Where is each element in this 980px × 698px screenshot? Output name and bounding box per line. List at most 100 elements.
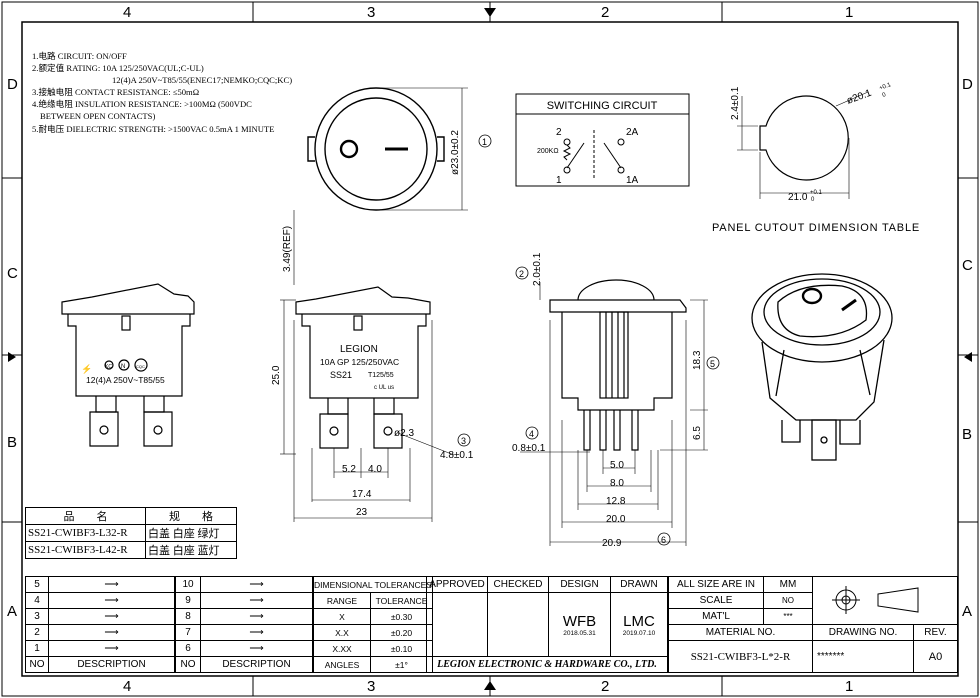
- right-balloon-6: 6: [661, 535, 666, 545]
- front-dia-label: ø23.0±0.2: [450, 130, 461, 175]
- iso-view: [751, 273, 893, 461]
- cutout-width-tol-upper: +0.1: [810, 190, 823, 196]
- checked-cell: [487, 592, 549, 657]
- panel-cutout: [737, 91, 869, 199]
- zone-right-b: B: [962, 426, 973, 443]
- main-ul-mark: c UL us: [374, 385, 394, 391]
- right-dim-8: 8.0: [610, 478, 624, 489]
- main-model: SS21: [330, 370, 352, 380]
- zone-left-d: D: [7, 76, 18, 93]
- material-no-value: SS21-CWIBF3-L*2-R: [668, 640, 813, 673]
- zone-left-b: B: [7, 434, 18, 451]
- size-label: ALL SIZE ARE IN: [668, 576, 764, 593]
- tolerance-range: ANGLES: [313, 656, 371, 673]
- tolerance-tol-label: TOLERANCE: [370, 592, 433, 609]
- cutout-width-tol-lower: 0: [811, 197, 815, 203]
- main-terminal-pitch: 4.8±0.1: [440, 450, 474, 461]
- zone-right-d: D: [962, 76, 973, 93]
- rev-no: 2: [25, 624, 49, 641]
- circuit-title: SWITCHING CIRCUIT: [547, 100, 658, 112]
- left-rating-mark: 12(4)A 250V~T85/55: [86, 375, 165, 385]
- tolerance-range-label: RANGE: [313, 592, 371, 609]
- parts-header-spec: 规 格: [145, 507, 237, 525]
- zone-top-1: 1: [845, 4, 854, 21]
- rev-no: 3: [25, 608, 49, 625]
- side-view-left: [61, 283, 195, 447]
- tolerance-value: ±0.10: [370, 640, 433, 657]
- spec-notes: 1.电路 CIRCUIT: ON/OFF 2.额定值 RATING: 10A 1…: [32, 50, 292, 135]
- zone-top-3: 3: [367, 4, 376, 21]
- rev-desc: ⟶: [48, 576, 175, 593]
- scale-label: SCALE: [668, 592, 764, 609]
- right-dim-20-9: 20.9: [602, 538, 622, 549]
- drawing-no-value: *******: [812, 640, 914, 673]
- rev-desc: ⟶: [48, 624, 175, 641]
- cutout-dia-tol-upper: +0.1: [879, 82, 893, 92]
- front-view: [307, 87, 492, 211]
- right-balloon-4: 4: [529, 429, 534, 439]
- rev-no-label: NO: [25, 656, 49, 673]
- front-balloon-1: 1: [482, 137, 487, 147]
- size-value: MM: [763, 576, 813, 593]
- right-cap-height: 2.0±0.1: [532, 252, 543, 286]
- rev-desc: ⟶: [200, 624, 313, 641]
- side-view-right: [515, 266, 720, 546]
- resistor-label: 200KΩ: [537, 148, 559, 155]
- cutout-flat-width: 21.0: [788, 192, 808, 203]
- main-height-25: 25.0: [271, 365, 282, 385]
- center-arrow-top: [484, 8, 496, 17]
- zone-bottom-3: 3: [367, 678, 376, 695]
- rev-desc-label: DESCRIPTION: [200, 656, 313, 673]
- cert-logo-n: N: [121, 364, 125, 370]
- rev-desc: ⟶: [48, 608, 175, 625]
- cutout-title: PANEL CUTOUT DIMENSION TABLE: [712, 222, 920, 234]
- note-rating-2: 12(4)A 250V~T85/55(ENEC17;NEMKO;CQC;KC): [112, 75, 293, 86]
- mat-value: ***: [763, 608, 813, 625]
- cutout-flat-height: 2.4±0.1: [730, 86, 741, 120]
- note-circuit: 1.电路 CIRCUIT: ON/OFF: [32, 51, 127, 61]
- tolerance-value: ±1°: [370, 656, 433, 673]
- rev-desc: ⟶: [200, 576, 313, 593]
- center-markers: [8, 8, 972, 690]
- main-ref-height: 3.49(REF): [282, 226, 293, 272]
- part-name: SS21-CWIBF3-L42-R: [25, 541, 146, 559]
- note-insulation: 4.绝缘电阻 INSULATION RESISTANCE: >100MΩ (50…: [32, 99, 252, 110]
- rev-no: 5: [25, 576, 49, 593]
- rev-no: 8: [175, 608, 201, 625]
- zone-bottom-4: 4: [123, 678, 132, 695]
- tolerance-range: X.X: [313, 624, 371, 641]
- rev-desc-label: DESCRIPTION: [48, 656, 175, 673]
- zone-left-a: A: [7, 603, 18, 620]
- part-spec: 白盖 白座 绿灯: [145, 524, 237, 542]
- checked-label: CHECKED: [487, 576, 549, 593]
- rev-desc: ⟶: [48, 640, 175, 657]
- tolerance-range: X: [313, 608, 371, 625]
- right-dim-12-8: 12.8: [606, 496, 626, 507]
- approved-label: APPROVED: [426, 576, 488, 593]
- tolerance-range: X.XX: [313, 640, 371, 657]
- rev-no: 7: [175, 624, 201, 641]
- main-rating: 10A GP 125/250VAC: [320, 357, 399, 367]
- rev-desc: ⟶: [200, 608, 313, 625]
- main-brand: LEGION: [340, 344, 378, 355]
- main-width-17-4: 17.4: [352, 489, 372, 500]
- projection-symbol-cell: [812, 576, 958, 625]
- scale-value: NO: [763, 592, 813, 609]
- drawing-no-label: DRAWING NO.: [812, 624, 914, 641]
- main-temp: T125/55: [368, 372, 394, 379]
- part-spec: 白盖 白座 蓝灯: [145, 541, 237, 559]
- company-name: LEGION ELECTRONIC & HARDWARE CO., LTD.: [426, 656, 668, 673]
- main-hole-dia: ø2.3: [394, 428, 414, 439]
- note-dielectric: 5.耐电压 DIELECTRIC STRENGTH: >1500VAC 0.5m…: [32, 123, 275, 134]
- right-terminal-thickness: 0.8±0.1: [512, 443, 546, 454]
- cert-logo-1: ⚡: [81, 363, 92, 375]
- cutout-diameter: ø20.1: [845, 88, 873, 107]
- parts-table: 品 名 规 格 SS21-CWIBF3-L32-R 白盖 白座 绿灯 SS21-…: [25, 507, 237, 559]
